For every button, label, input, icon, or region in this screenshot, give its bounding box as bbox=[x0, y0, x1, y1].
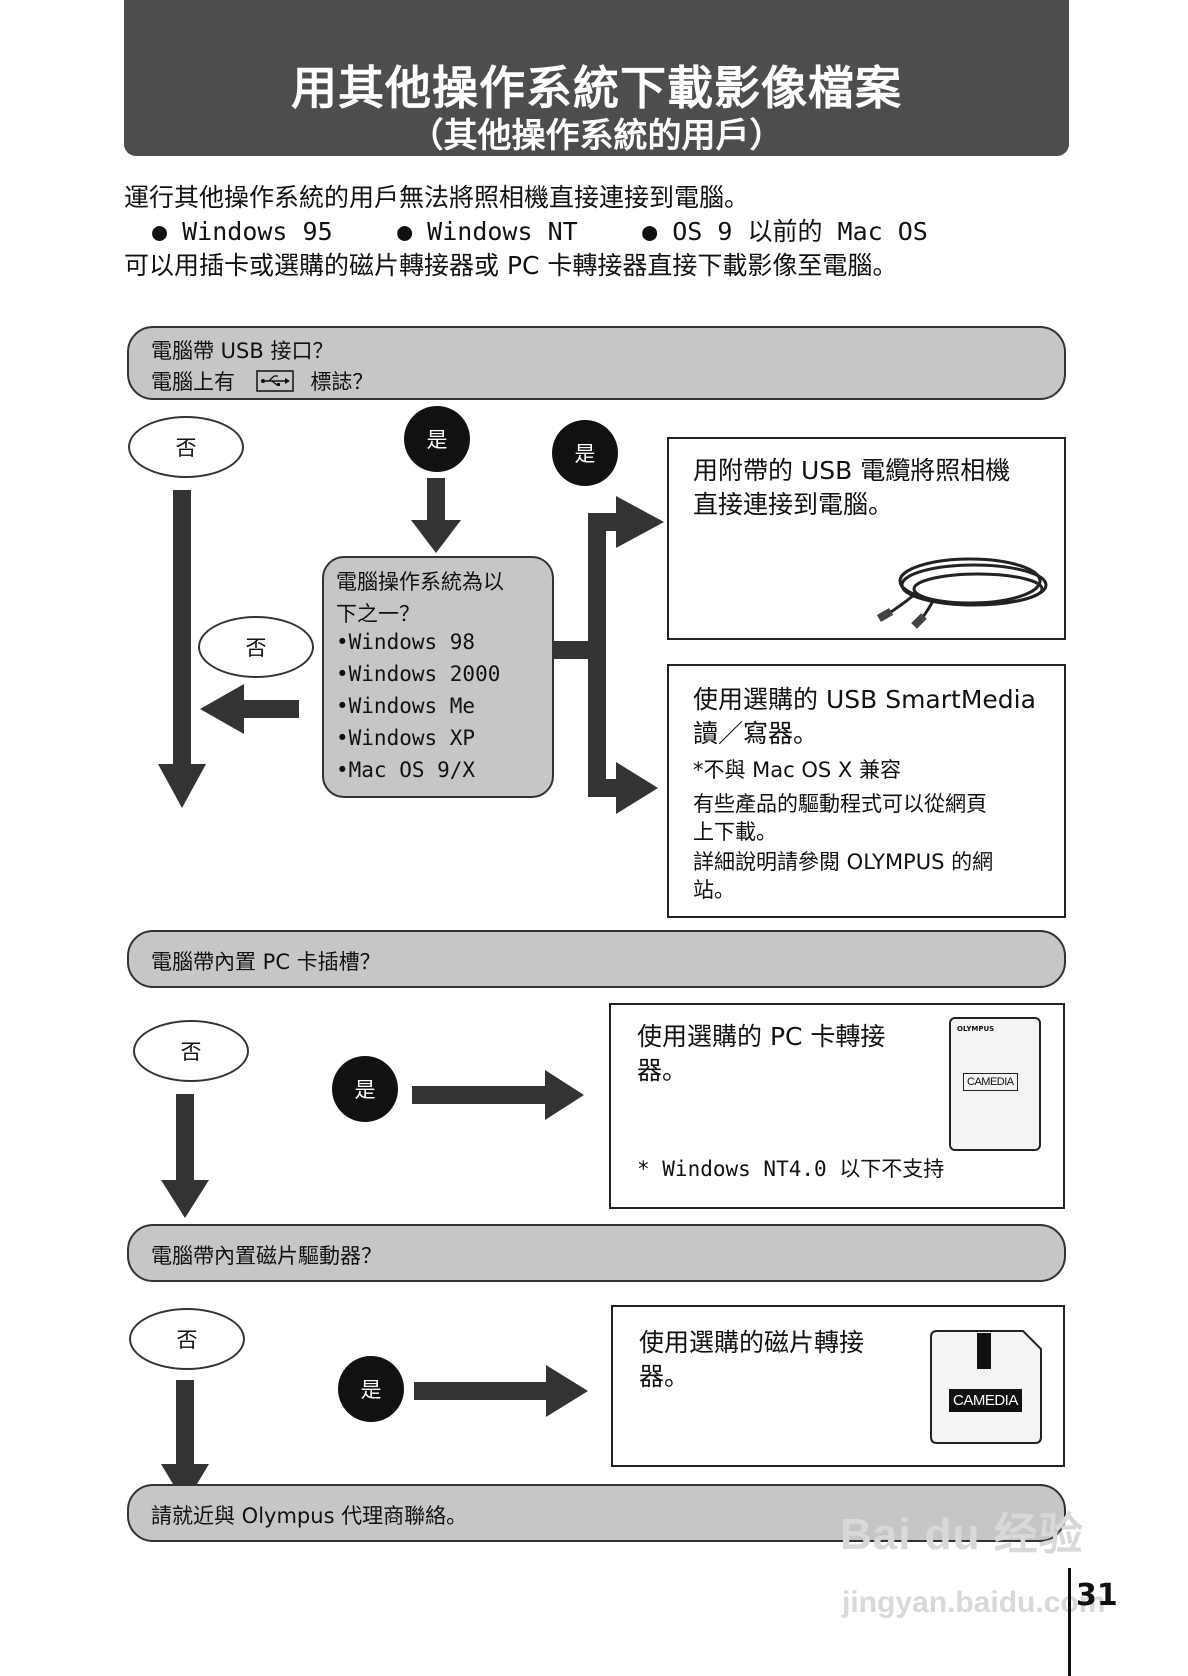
result-reader-note: 上下載。 bbox=[693, 820, 777, 844]
answer-no-oval: 否 bbox=[198, 616, 314, 678]
arrow-shaft bbox=[173, 490, 191, 766]
os-question-line1: 電腦操作系統為以 bbox=[336, 570, 504, 594]
os-item: •Windows 2000 bbox=[336, 662, 501, 686]
page-header: 用其他操作系統下載影像檔案 （其他操作系統的用戶） bbox=[124, 0, 1069, 156]
result-reader-line1: 使用選購的 USB SmartMedia bbox=[693, 685, 1036, 714]
os-item: •Windows Me bbox=[336, 694, 476, 718]
answer-yes-dot: 是 bbox=[338, 1356, 404, 1422]
result-reader-note: 詳細說明請參閱 OLYMPUS 的網 bbox=[693, 850, 994, 874]
question-pc-card-slot: 電腦帶內置 PC 卡插槽？ bbox=[127, 930, 1066, 988]
answer-yes-dot: 是 bbox=[404, 406, 470, 472]
os-item: •Windows XP bbox=[336, 726, 476, 750]
arrow-head-down bbox=[161, 1180, 209, 1218]
answer-no-oval: 否 bbox=[128, 416, 244, 478]
question-usb-line2: 電腦上有 標誌？ bbox=[151, 366, 373, 397]
arrow-head-left bbox=[200, 684, 244, 734]
card-brand-top: OLYMPUS bbox=[957, 1025, 995, 1033]
question-floppy-text: 電腦帶內置磁片驅動器？ bbox=[151, 1244, 382, 1268]
os-question-line2: 下之一？ bbox=[336, 602, 420, 626]
question-floppy-drive: 電腦帶內置磁片驅動器？ bbox=[127, 1224, 1066, 1282]
watermark-url: jingyan.baidu.com bbox=[842, 1586, 1106, 1619]
result-floppy-adapter: 使用選購的磁片轉接 器。 CAMEDIA bbox=[611, 1305, 1065, 1467]
arrow-head-right bbox=[545, 1070, 584, 1120]
question-usb-line1: 電腦帶 USB 接口？ bbox=[151, 339, 334, 363]
usb-cable-icon bbox=[876, 557, 1048, 629]
result-usb-cable: 用附帶的 USB 電纜將照相機 直接連接到電腦。 bbox=[667, 437, 1066, 640]
page-number-divider bbox=[1068, 1568, 1071, 1676]
result-reader-note: 有些產品的驅動程式可以從網頁 bbox=[693, 792, 987, 816]
answer-no-oval: 否 bbox=[129, 1308, 245, 1370]
intro-line-1: 運行其他操作系統的用戶無法將照相機直接連接到電腦。 bbox=[124, 183, 750, 212]
result-reader-note: 站。 bbox=[693, 878, 735, 902]
result-floppy-line1: 使用選購的磁片轉接 bbox=[639, 1328, 865, 1357]
usb-symbol-icon bbox=[255, 369, 294, 397]
arrow-head-right bbox=[546, 1365, 588, 1417]
os-bullet-list: ● Windows 95 ● Windows NT ● OS 9 以前的 Mac… bbox=[152, 212, 928, 248]
final-contact-box: 請就近與 Olympus 代理商聯絡。 bbox=[127, 1484, 1066, 1542]
intro-line-2: 可以用插卡或選購的磁片轉接器或 PC 卡轉接器直接下載影像至電腦。 bbox=[124, 251, 898, 280]
watermark-brand: Bai du 经验 bbox=[840, 1510, 1084, 1559]
floppy-brand-label: CAMEDIA bbox=[949, 1389, 1022, 1412]
arrow-head-right bbox=[616, 762, 658, 814]
arrow-head-right bbox=[616, 496, 664, 548]
os-bullet-item: ● OS 9 以前的 Mac OS bbox=[642, 217, 928, 246]
result-usb-cable-line1: 用附帶的 USB 電纜將照相機 bbox=[693, 456, 1011, 485]
question-usb: 電腦帶 USB 接口？ 電腦上有 標誌？ bbox=[127, 326, 1066, 400]
result-pc-card-line1: 使用選購的 PC 卡轉接 bbox=[637, 1022, 886, 1051]
os-item: •Mac OS 9/X bbox=[336, 758, 476, 782]
result-pc-card-adapter: 使用選購的 PC 卡轉接 器。 * Windows NT4.0 以下不支持 OL… bbox=[609, 1003, 1065, 1209]
page-number: 31 bbox=[1076, 1578, 1118, 1613]
os-item: •Windows 98 bbox=[336, 630, 476, 654]
question-pc-card-text: 電腦帶內置 PC 卡插槽？ bbox=[151, 950, 381, 974]
result-floppy-line2: 器。 bbox=[639, 1362, 690, 1391]
os-bullet-item: ● Windows 95 bbox=[152, 217, 333, 246]
floppy-adapter-icon: CAMEDIA bbox=[927, 1329, 1045, 1445]
answer-yes-dot: 是 bbox=[552, 420, 618, 486]
pc-card-adapter-icon: OLYMPUS CAMEDIA bbox=[949, 1017, 1041, 1151]
result-smartmedia-reader: 使用選購的 USB SmartMedia 讀／寫器。 *不與 Mac OS X … bbox=[667, 664, 1066, 918]
result-pc-card-note: * Windows NT4.0 以下不支持 bbox=[637, 1157, 945, 1181]
result-pc-card-line2: 器。 bbox=[637, 1056, 688, 1085]
result-reader-note: *不與 Mac OS X 兼容 bbox=[693, 758, 901, 782]
page-title: 用其他操作系統下載影像檔案 bbox=[291, 61, 902, 115]
card-brand-label: CAMEDIA bbox=[963, 1073, 1018, 1091]
os-question-box: 電腦操作系統為以 下之一？ •Windows 98 •Windows 2000 … bbox=[322, 556, 554, 798]
page-subtitle: （其他操作系統的用戶） bbox=[409, 116, 784, 156]
arrow-head-down bbox=[411, 520, 461, 553]
result-reader-line2: 讀／寫器。 bbox=[693, 719, 819, 748]
answer-no-oval: 否 bbox=[133, 1020, 249, 1082]
final-contact-text: 請就近與 Olympus 代理商聯絡。 bbox=[151, 1504, 468, 1528]
os-bullet-item: ● Windows NT bbox=[397, 217, 578, 246]
arrow-head-down bbox=[158, 764, 206, 808]
result-usb-cable-line2: 直接連接到電腦。 bbox=[693, 490, 894, 519]
answer-yes-dot: 是 bbox=[332, 1056, 398, 1122]
